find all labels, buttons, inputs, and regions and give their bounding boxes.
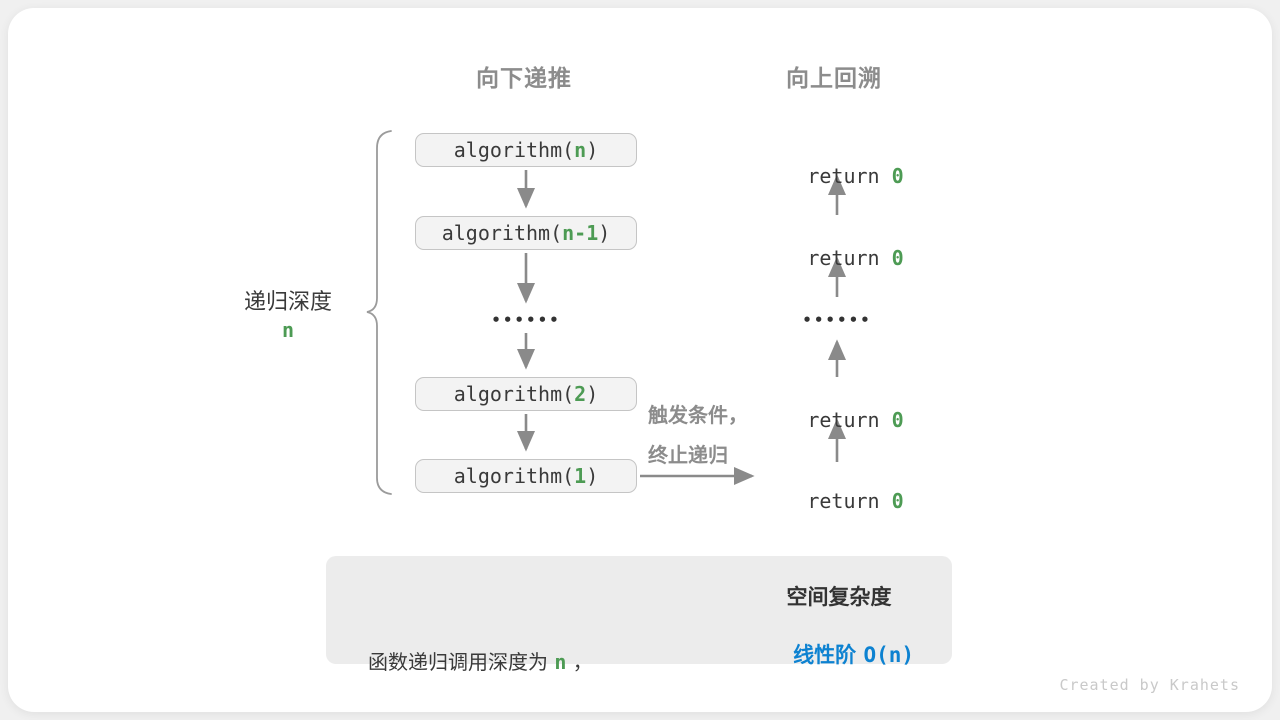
recursion-depth-var: n (281, 318, 295, 342)
summary-text: 函数递归调用深度为 (368, 650, 555, 674)
code-arg: n (574, 138, 587, 162)
summary-left-text: 函数递归调用深度为 n ， 共使用 O(n) 的栈帧空间 (368, 575, 593, 720)
summary-line-1: 函数递归调用深度为 n ， (368, 645, 593, 680)
code-arg: 1 (574, 464, 587, 488)
base-case-note-line1: 触发条件， (648, 403, 748, 427)
ellipsis-left: •••••• (491, 311, 561, 329)
space-complexity-value: 线性阶 O(n) (719, 615, 959, 693)
header-recurse-down: 向下递推 (476, 66, 572, 92)
code-text: return (807, 408, 892, 432)
summary-panel (326, 556, 952, 664)
return-value: 0 (891, 164, 904, 188)
return-value: 0 (891, 489, 904, 513)
code-text: ) (586, 382, 599, 406)
algorithm-box-n-1: algorithm(n-1) (415, 216, 637, 250)
summary-var-n: n (554, 650, 567, 674)
algorithm-box-2: algorithm(2) (415, 377, 637, 411)
code-text: return (807, 164, 892, 188)
recursion-depth-label: 递归深度 (243, 290, 332, 315)
code-text: ) (586, 138, 599, 162)
space-complexity-title: 空间复杂度 (786, 585, 892, 609)
code-text: return (807, 489, 892, 513)
ellipsis-right: •••••• (802, 311, 872, 329)
algorithm-box-n: algorithm(n) (415, 133, 637, 167)
summary-text: ， (566, 650, 593, 674)
header-backtrack-up: 向上回溯 (786, 66, 882, 92)
code-text: return (807, 246, 892, 270)
code-text: algorithm( (453, 382, 575, 406)
complexity-order-label: 线性阶 (793, 643, 864, 667)
code-text: algorithm( (453, 464, 575, 488)
return-line-1: return 0 (787, 137, 903, 188)
code-text: algorithm( (441, 221, 563, 245)
complexity-notation: O(n) (863, 643, 915, 667)
code-text: ) (586, 464, 599, 488)
return-value: 0 (891, 408, 904, 432)
code-arg: n-1 (562, 221, 599, 245)
code-text: ) (598, 221, 611, 245)
code-arg: 2 (574, 382, 587, 406)
credit-watermark: Created by Krahets (1059, 676, 1240, 694)
return-value: 0 (891, 246, 904, 270)
algorithm-box-1: algorithm(1) (415, 459, 637, 493)
base-case-note-line2: 终止递归 (648, 443, 728, 467)
code-text: algorithm( (453, 138, 575, 162)
return-line-4: return 0 (787, 462, 903, 513)
return-line-3: return 0 (787, 381, 903, 432)
return-line-2: return 0 (787, 219, 903, 270)
